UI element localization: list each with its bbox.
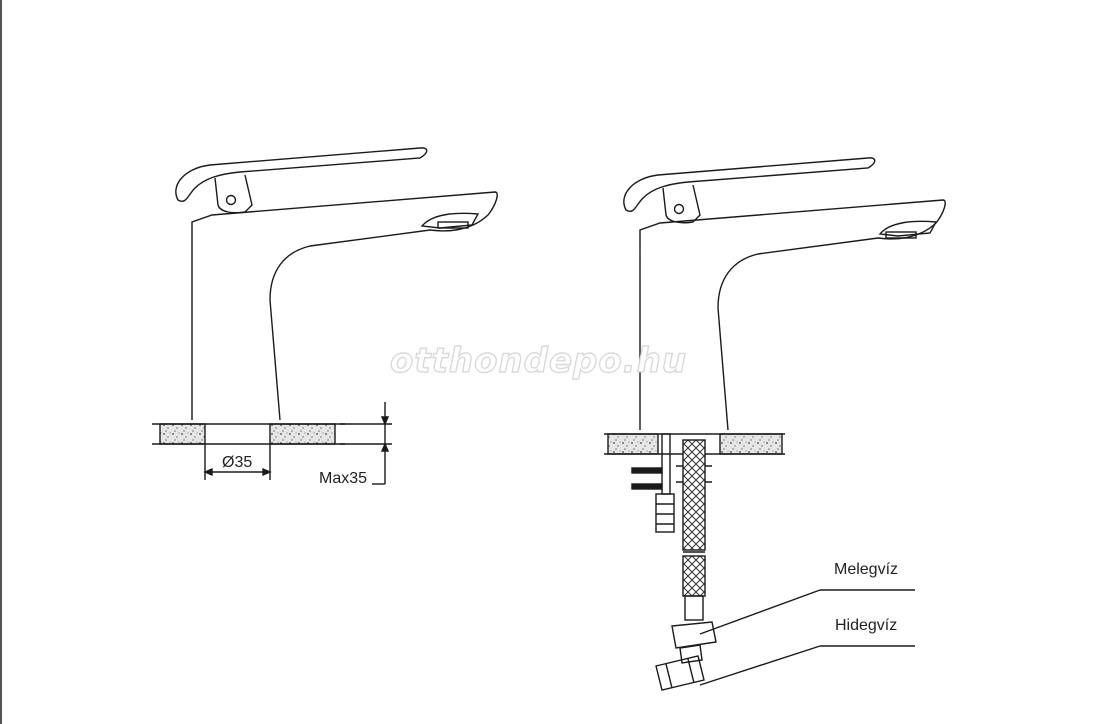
left-aerator-tip [437, 221, 469, 229]
supply-hose-hot [682, 439, 706, 551]
left-lever-neck [214, 174, 253, 214]
right-countertop-b [719, 433, 783, 455]
frame-left-border [0, 0, 2, 724]
right-lever-handle [623, 157, 876, 212]
right-spout-aerator [878, 220, 938, 237]
left-lever-pivot [225, 194, 237, 206]
max-thickness-label: Max35 [319, 470, 367, 487]
right-faucet-view [604, 157, 946, 691]
cold-water-leader [699, 645, 821, 686]
hot-water-label: Melegvíz [834, 561, 898, 578]
mounting-nut [655, 493, 675, 533]
right-aerator-tip [885, 231, 917, 239]
left-countertop-a [159, 423, 206, 445]
hole-diameter-label: Ø35 [222, 454, 252, 471]
mounting-bracket-lower [631, 483, 663, 490]
right-countertop-a [607, 433, 659, 455]
right-lever-neck [662, 184, 701, 224]
supply-hose-cold [682, 555, 706, 597]
right-faucet-body [639, 199, 946, 431]
cold-water-label: Hidegvíz [835, 617, 897, 634]
left-faucet-view [152, 147, 498, 485]
watermark-logo: otthondepo.hu [390, 341, 687, 381]
left-lever-handle [175, 147, 428, 202]
cold-water-connector [655, 655, 705, 691]
hot-water-connector [671, 621, 717, 649]
right-lever-pivot [673, 203, 685, 215]
hot-water-leader [699, 589, 821, 635]
left-spout-aerator [420, 212, 480, 229]
mounting-bracket-upper [631, 467, 663, 474]
left-faucet-body [191, 191, 498, 421]
left-countertop-b [269, 423, 336, 445]
mounting-stud [661, 433, 671, 495]
